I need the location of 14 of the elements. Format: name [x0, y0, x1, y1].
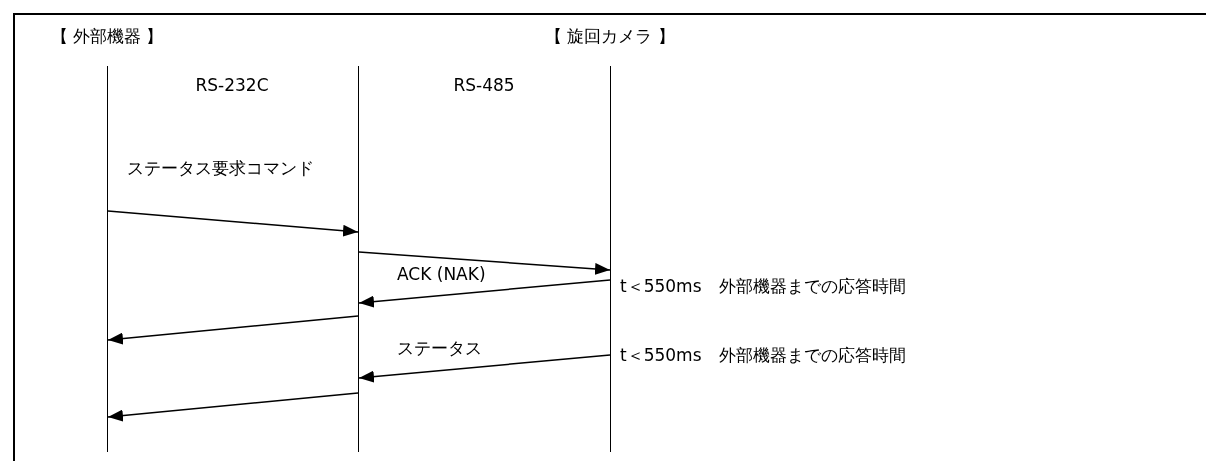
lifeline-heading: 【 外部機器 】 [50, 26, 164, 46]
interface-label: RS-485 [453, 75, 515, 95]
message-arrow [107, 315, 359, 345]
message-arrow [107, 210, 359, 237]
lifeline-heading: 【 旋回カメラ 】 [545, 26, 675, 46]
interface-label: RS-232C [195, 75, 269, 95]
lifeline [358, 66, 359, 452]
message-arrow [358, 354, 611, 383]
message-arrow [358, 251, 611, 275]
message-arrow [358, 279, 611, 308]
edge-label: ACK (NAK) [395, 264, 488, 284]
note-text: t＜550ms 外部機器までの応答時間 [620, 345, 906, 365]
message-arrow [107, 392, 359, 422]
note-text: t＜550ms 外部機器までの応答時間 [620, 276, 906, 296]
